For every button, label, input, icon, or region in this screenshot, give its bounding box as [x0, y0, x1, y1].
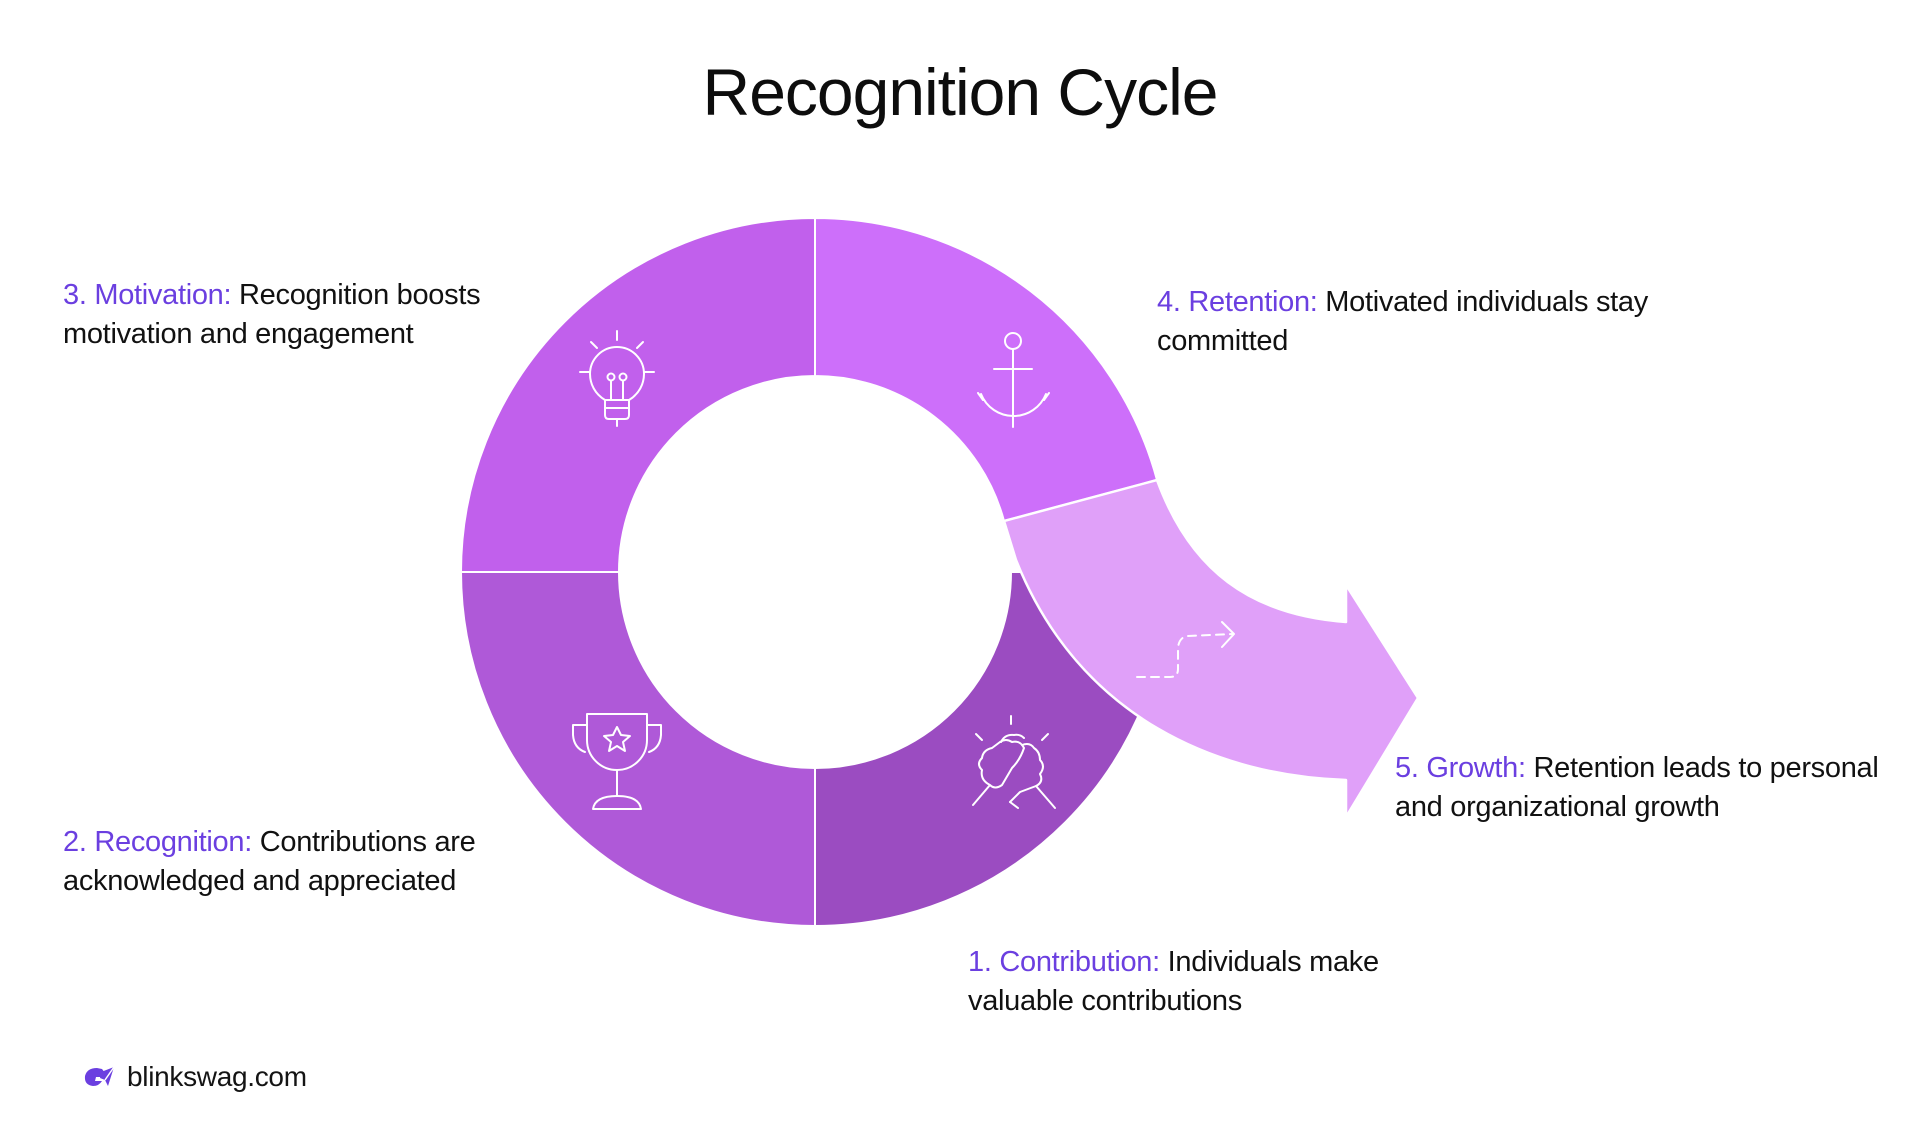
segment-motivation [459, 216, 816, 573]
step-5-description: Retention leads to personal and organiza… [1395, 752, 1879, 823]
step-4-label: 4. Retention: Motivated individuals stay… [1157, 283, 1677, 361]
step-2-description: Contributions are acknowledged and appre… [63, 826, 476, 897]
step-2-title: 2. Recognition: [63, 826, 252, 858]
anchor-icon [977, 332, 1050, 428]
step-3-description: Recognition boosts motivation and engage… [63, 279, 481, 350]
segment-recognition [459, 571, 816, 928]
step-2-label: 2. Recognition: Contributions are acknow… [63, 823, 543, 901]
lightbulb-icon [579, 330, 655, 427]
step-1-description: Individuals make valuable contributions [968, 946, 1379, 1017]
step-1-title: 1. Contribution: [968, 946, 1160, 978]
step-4-title: 4. Retention: [1157, 286, 1318, 318]
brand-name: blinkswag.com [127, 1061, 307, 1092]
step-1-label: 1. Contribution: Individuals make valuab… [968, 943, 1448, 1021]
step-3-title: 3. Motivation: [63, 279, 232, 311]
footer-brand: blinkswag.com [83, 1060, 307, 1094]
trophy-icon [572, 713, 662, 810]
step-5-label: 5. Growth: Retention leads to personal a… [1395, 749, 1915, 827]
segment-growth-arrow [1002, 478, 1420, 819]
step-3-label: 3. Motivation: Recognition boosts motiva… [63, 276, 543, 354]
segment-retention [814, 216, 1159, 523]
blinkswag-logo-icon [84, 1066, 115, 1086]
diagram-title: Recognition Cycle [702, 55, 1219, 129]
step-5-title: 5. Growth: [1395, 752, 1526, 784]
step-4-description: Motivated individuals stay committed [1157, 286, 1648, 357]
growth-path-arrow-icon [1136, 621, 1235, 678]
handshake-icon [972, 715, 1056, 809]
